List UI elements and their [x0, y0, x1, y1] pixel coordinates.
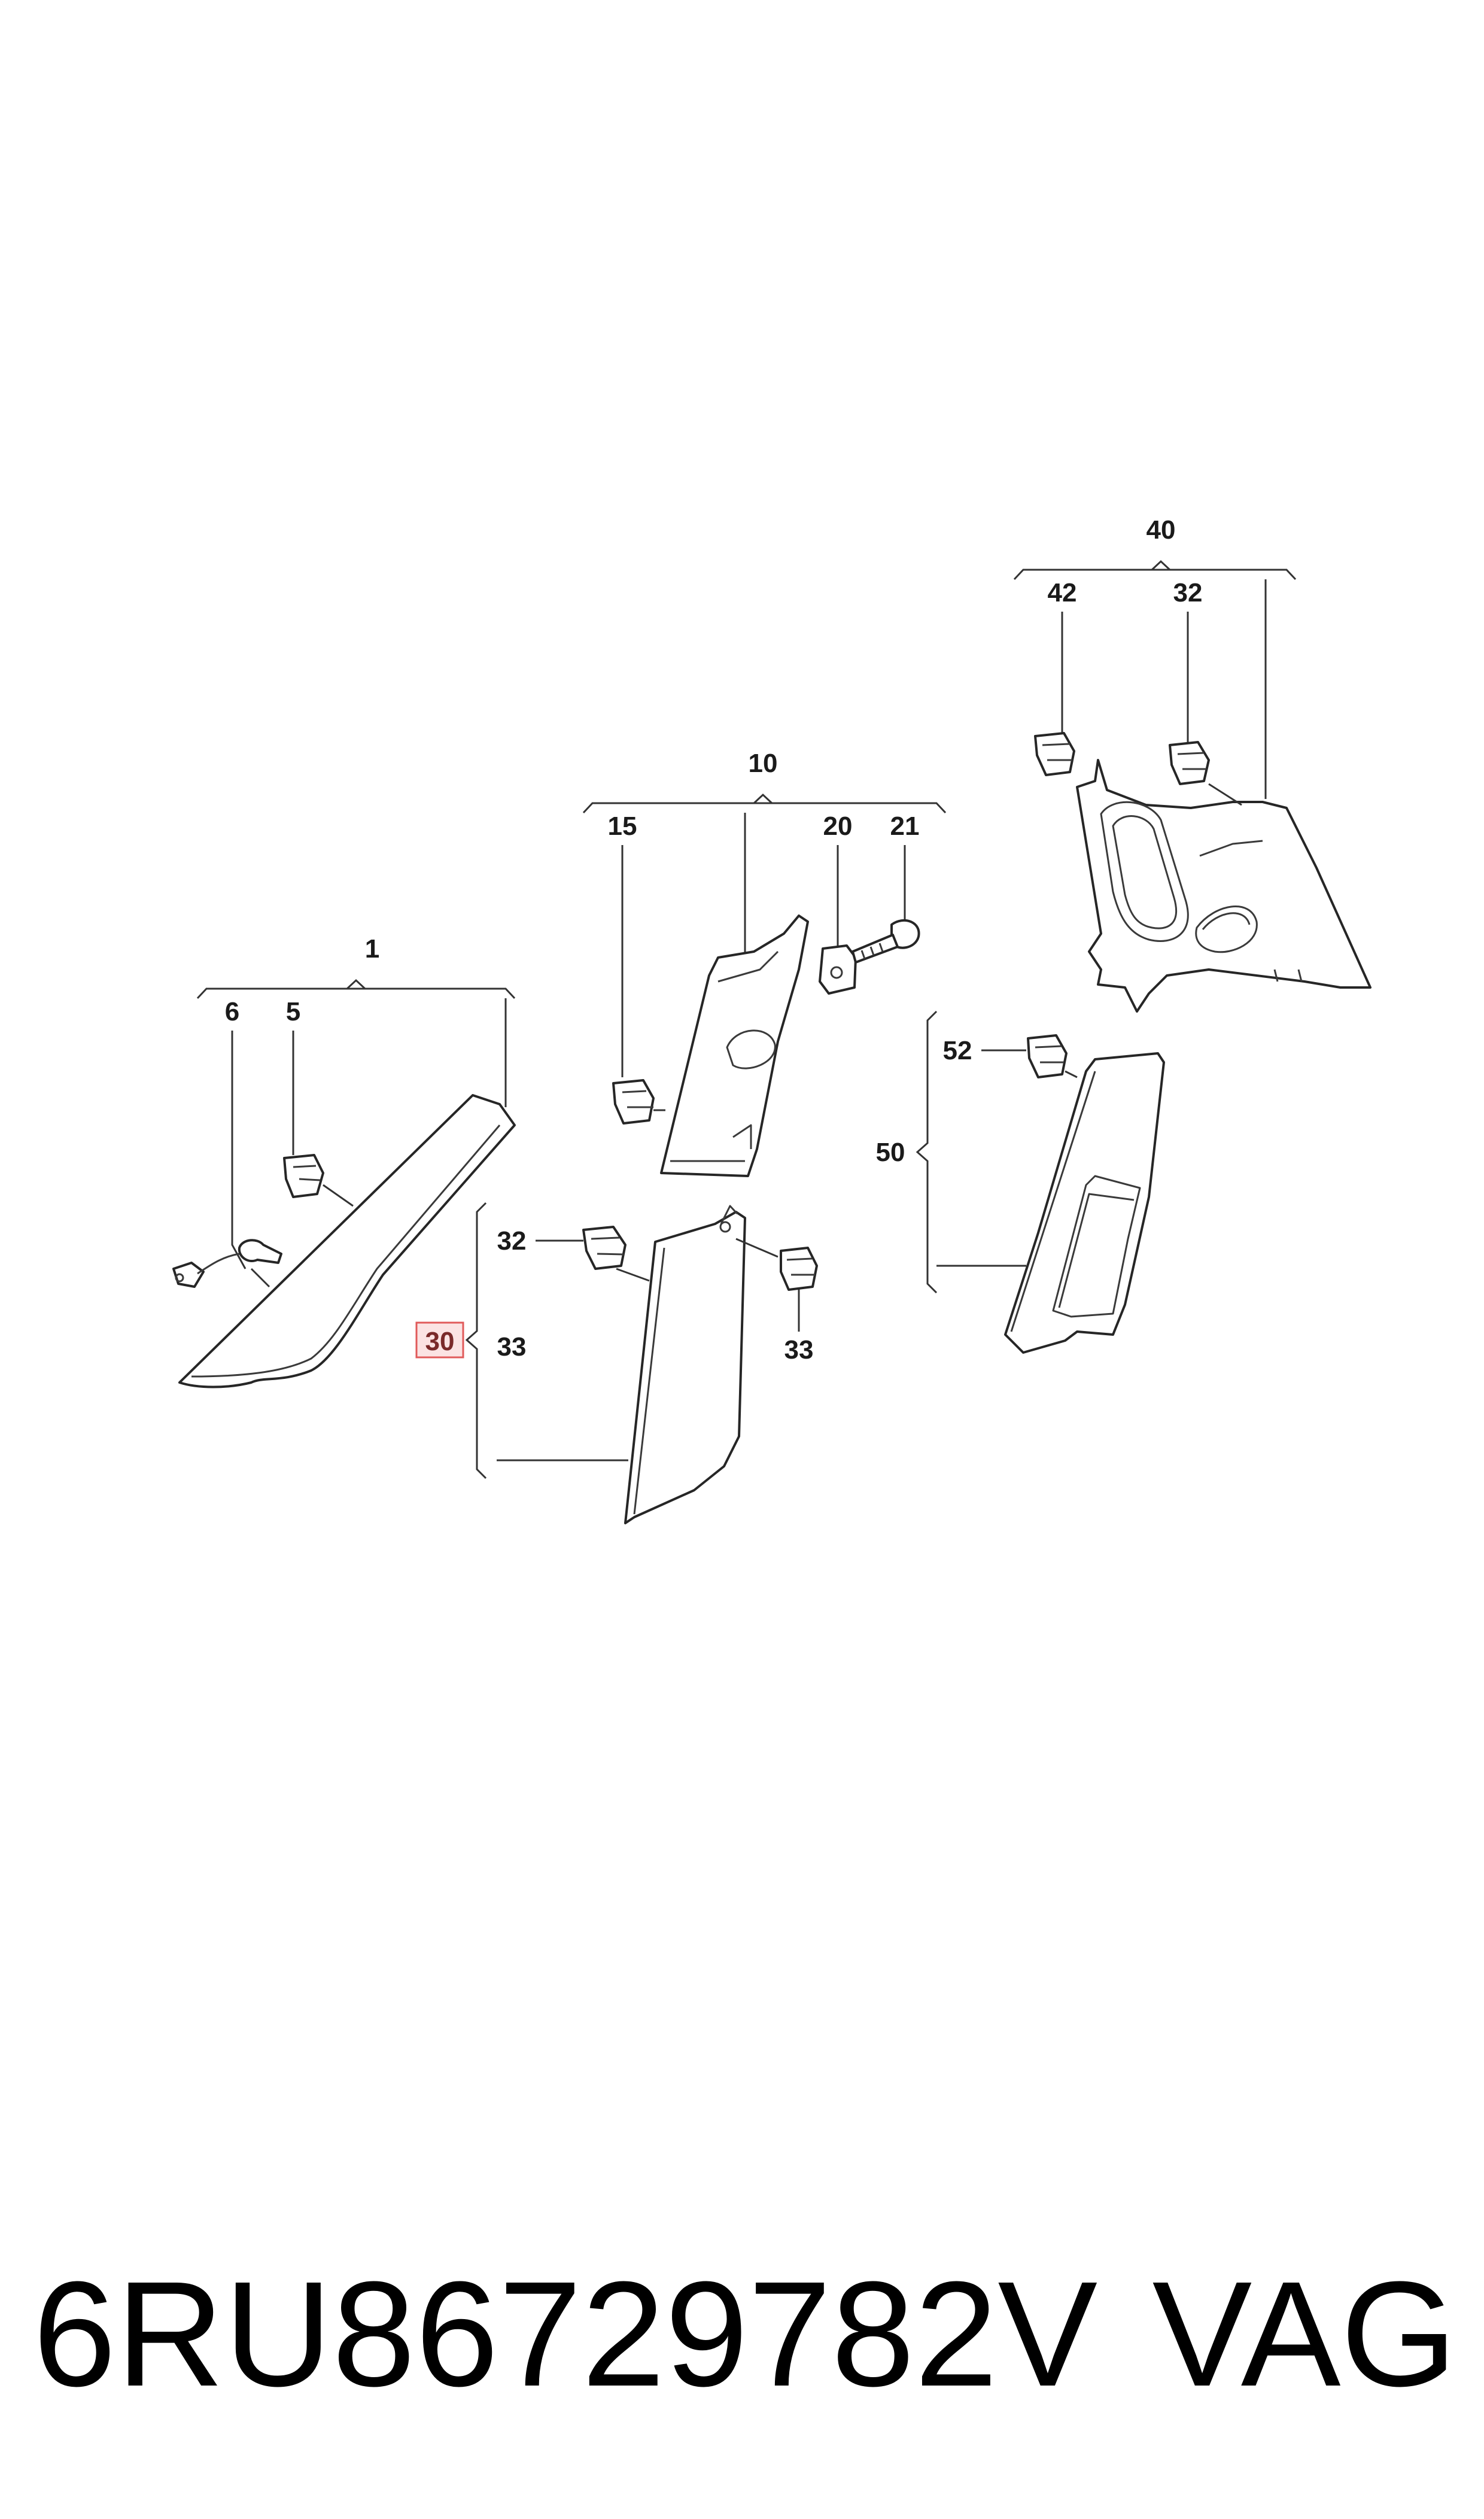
nut-20 [819, 944, 857, 995]
callout-42: 42 [1048, 578, 1077, 607]
group-1-a-pillar: 1 6 5 [172, 934, 516, 1388]
a-pillar-trim-edge [191, 1125, 501, 1378]
clip-52 [1027, 1034, 1078, 1078]
leader-6 [231, 1031, 247, 1269]
callout-5: 5 [286, 997, 300, 1026]
callout-33-left: 33 [497, 1332, 527, 1362]
callout-21: 21 [890, 812, 920, 841]
callout-52: 52 [943, 1036, 972, 1065]
rear-trim-pocket [1052, 1175, 1141, 1318]
callout-32-left: 32 [497, 1226, 527, 1256]
c-pillar-handle [1195, 905, 1258, 953]
callout-40: 40 [1147, 515, 1176, 545]
footer-part-number: 6RU86729782V [33, 2250, 1098, 2417]
clip-15 [612, 1079, 665, 1125]
callout-20: 20 [823, 812, 853, 841]
clip-32-top [1169, 741, 1242, 806]
callout-30: 30 [425, 1327, 455, 1356]
clip-32-left [582, 1226, 650, 1282]
c-pillar-trim [1076, 759, 1372, 1013]
rear-trim-panel [1004, 1052, 1165, 1354]
callout-30-highlight [415, 1321, 464, 1359]
brace-40 [1013, 560, 1297, 581]
screw-21 [852, 919, 920, 964]
clip-5 [283, 1154, 354, 1207]
brace-30 [465, 1202, 487, 1479]
clip-42 [1034, 732, 1075, 776]
footer-brand: VAG [1152, 2250, 1457, 2417]
brace-1 [196, 979, 516, 999]
callout-1: 1 [365, 934, 379, 964]
a-pillar-trim [178, 1094, 516, 1388]
b-pillar-lower-trim [624, 1211, 746, 1524]
callout-6: 6 [225, 997, 239, 1026]
footer-caption: 6RU86729782V VAG [33, 2244, 1457, 2424]
c-pillar-window [1100, 801, 1189, 942]
callout-50: 50 [876, 1138, 905, 1167]
group-10-b-pillar-upper: 10 15 20 21 [582, 749, 947, 1177]
callout-32-top: 32 [1173, 578, 1203, 607]
clip-33-right [735, 1238, 818, 1291]
brace-10 [582, 793, 947, 814]
callout-15: 15 [608, 812, 637, 841]
sensor-6 [172, 1239, 282, 1288]
group-50-rear-trim: 50 52 [876, 1010, 1165, 1354]
callout-33-right: 33 [784, 1335, 814, 1365]
b-pillar-upper-trim [660, 914, 809, 1177]
group-30-b-pillar-lower: 30 32 33 33 [415, 1202, 818, 1524]
group-40-c-pillar: 40 42 32 [1013, 515, 1372, 1013]
callout-10: 10 [749, 749, 778, 778]
brace-50 [916, 1010, 938, 1294]
